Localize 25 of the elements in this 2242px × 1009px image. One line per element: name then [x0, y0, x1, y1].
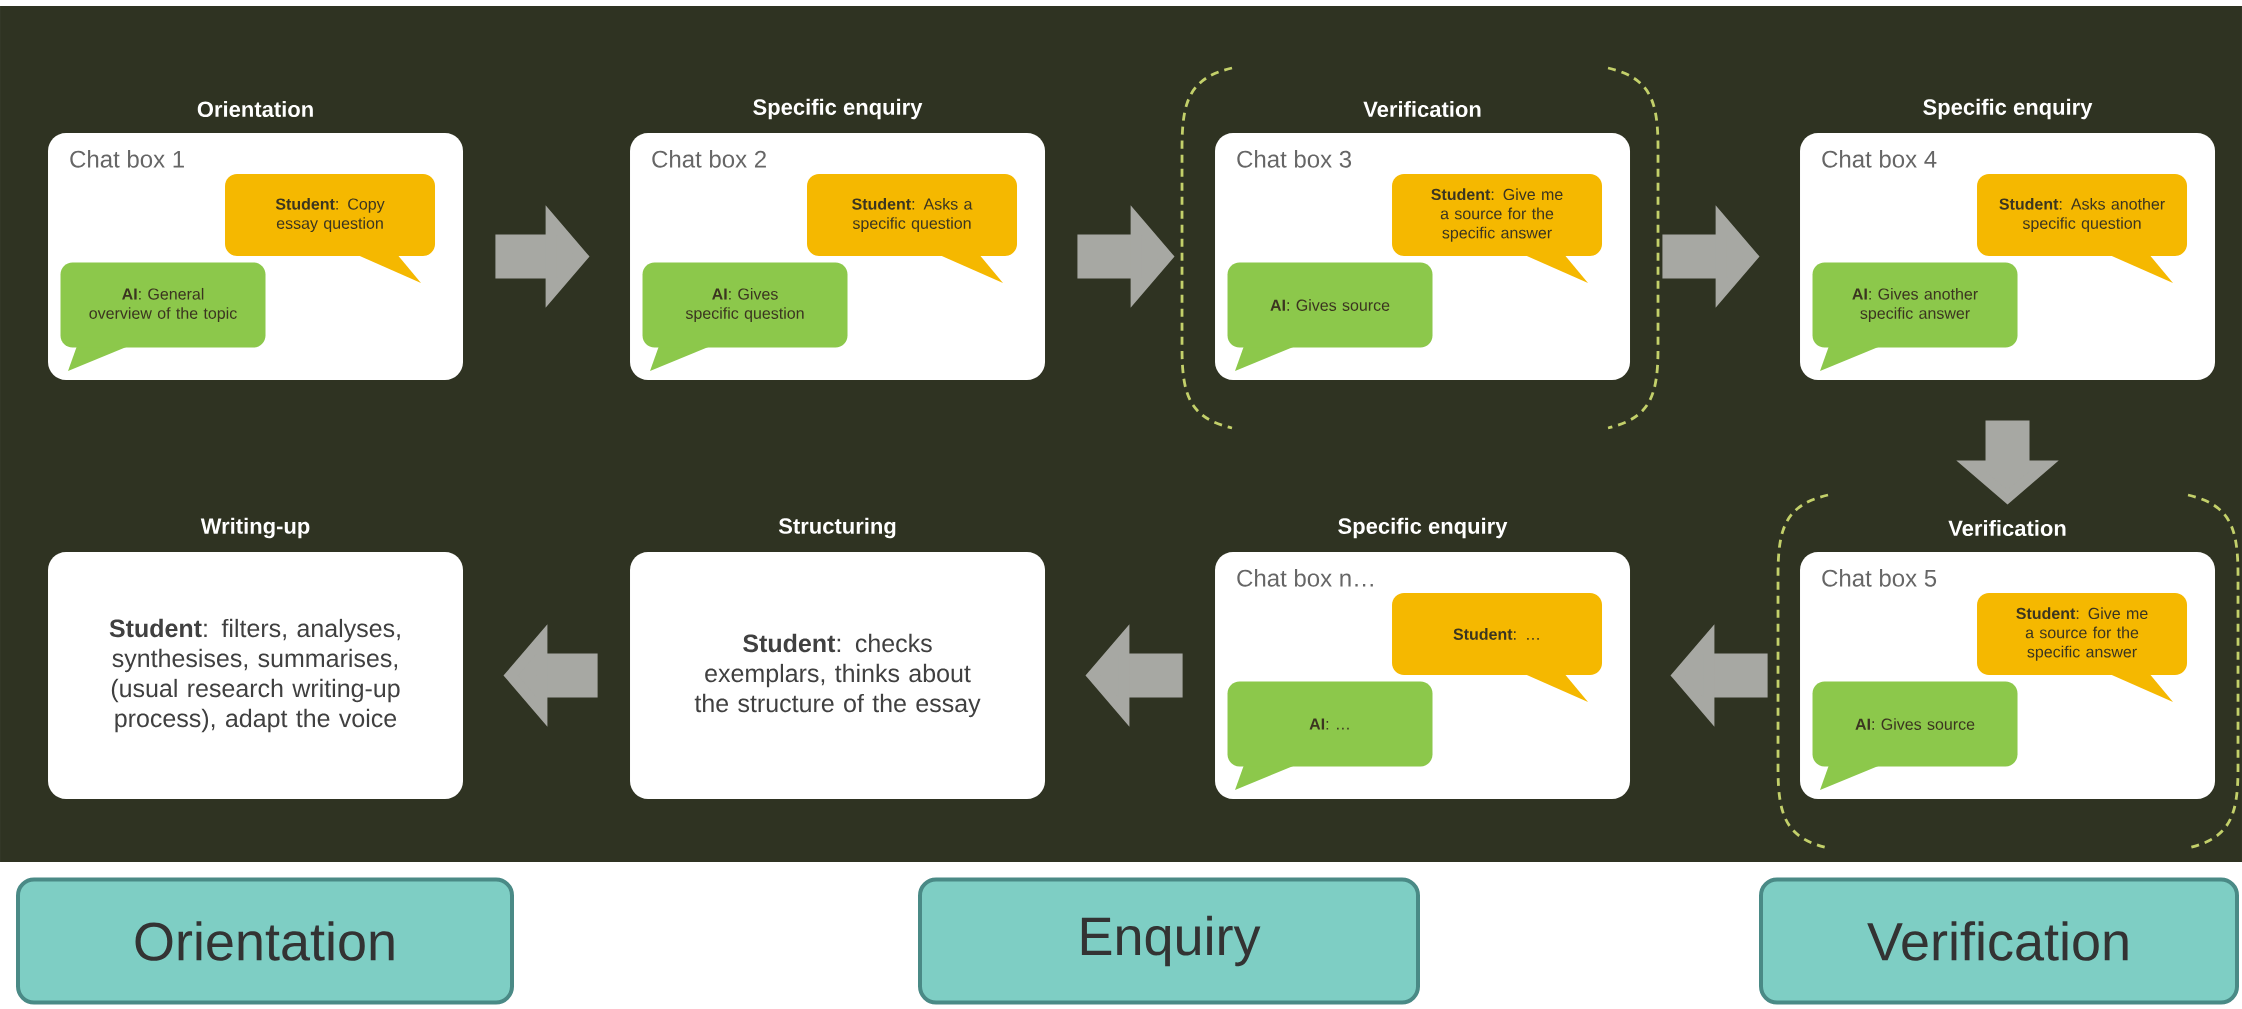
speech-bubble: Student: …: [1392, 593, 1602, 702]
stage-heading: Orientation: [197, 100, 313, 118]
label-box: Orientation: [16, 877, 514, 1005]
label-box: Verification: [1759, 877, 2239, 1005]
stage-heading: Specific enquiry: [1923, 98, 2093, 120]
stage-heading: Verification: [1363, 100, 1481, 118]
speech-bubble: AI: Gives another specific answer: [1812, 262, 2018, 371]
stage-heading: Writing-up: [200, 517, 310, 539]
speech-bubble: Student: Give me a source for the specific answer: [1977, 593, 2187, 702]
speech-bubble: AI: Gives source: [1812, 681, 2018, 790]
speech-bubble: Student: Give me a source for the specific answer: [1392, 174, 1602, 283]
speech-bubble: Student: Copy essay question: [225, 174, 435, 283]
stage-heading: Specific enquiry: [1338, 517, 1508, 539]
speech-bubble: Student: Asks a specific question: [807, 174, 1017, 283]
speech-bubble: AI: Gives source: [1227, 262, 1433, 371]
speech-bubble: AI: General overview of the topic: [60, 262, 266, 371]
text-box: Student: filters, analyses, synthesises, summarises, (usual research writing-up process), adapt the voice: [48, 552, 463, 799]
speech-bubble: Student: Asks another specific question: [1977, 174, 2187, 283]
stage-heading: Structuring: [778, 517, 896, 539]
label-box: Enquiry: [918, 877, 1420, 1005]
speech-bubble: AI: …: [1227, 681, 1433, 790]
stage-heading: Verification: [1948, 519, 2066, 537]
text-box: Student: checks exemplars, thinks about the structure of the essay: [630, 552, 1045, 799]
speech-bubble: AI: Gives specific question: [642, 262, 848, 371]
stage-heading: Specific enquiry: [753, 98, 923, 120]
